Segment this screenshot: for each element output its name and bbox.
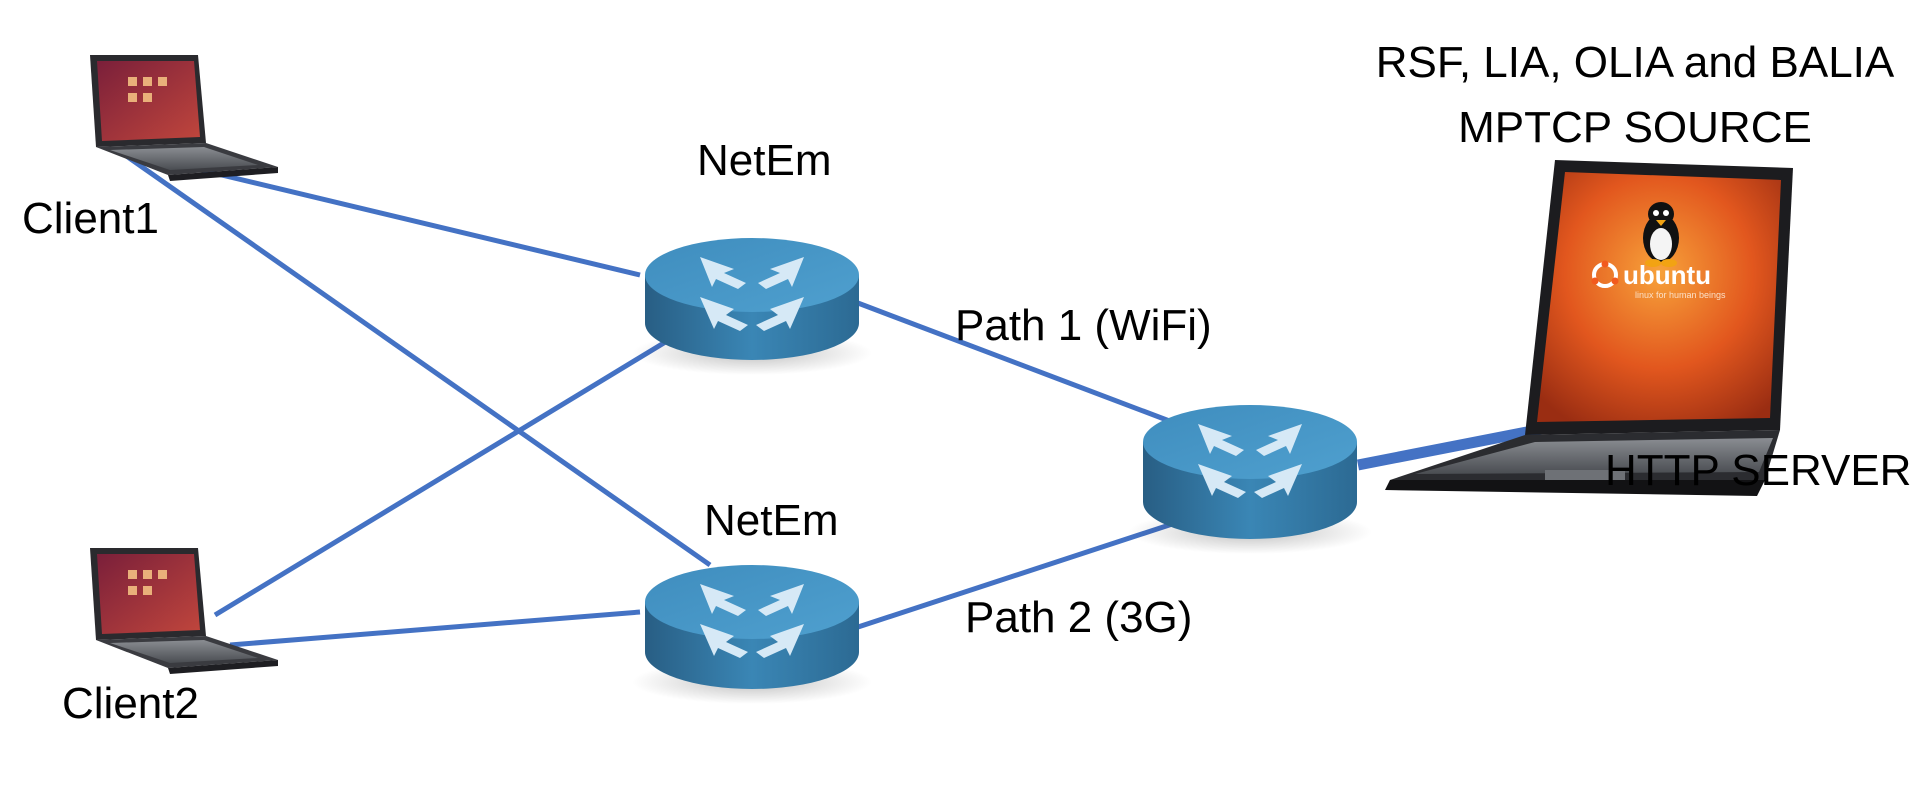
client2-label: Client2 — [62, 679, 199, 728]
server-laptop: ubuntu linux for human beings — [1385, 160, 1793, 496]
link-client1-netem-top — [179, 162, 641, 278]
laptop-icon — [90, 55, 278, 181]
netem-top-label: NetEm — [697, 136, 831, 185]
source-label-line1: RSF, LIA, OLIA and BALIA — [1376, 38, 1895, 87]
router-netem-bottom — [632, 565, 872, 704]
link-client2-netem-bottom — [229, 609, 641, 648]
source-label-line2: MPTCP SOURCE — [1458, 103, 1812, 152]
link-client1-netem-bottom — [123, 152, 712, 568]
links — [123, 152, 1667, 648]
svg-text:linux for human beings: linux for human beings — [1635, 290, 1726, 300]
client1-label: Client1 — [22, 194, 159, 243]
router-netem-top — [632, 238, 872, 375]
svg-text:ubuntu: ubuntu — [1623, 260, 1711, 290]
link-client2-netem-top — [213, 312, 712, 618]
netem-bottom-label: NetEm — [704, 496, 838, 545]
server-label: HTTP SERVER — [1605, 446, 1911, 495]
link-path1 — [849, 297, 1181, 428]
path2-label: Path 2 (3G) — [965, 593, 1192, 642]
arrows-icon — [1198, 424, 1302, 498]
path1-label: Path 1 (WiFi) — [955, 301, 1212, 350]
arrows-icon — [700, 584, 804, 658]
ubuntu-logo: ubuntu linux for human beings — [1591, 260, 1726, 300]
laptop-icon — [90, 548, 278, 674]
penguin-icon — [1643, 202, 1679, 267]
router-gateway — [1128, 405, 1372, 554]
arrows-icon — [700, 257, 804, 331]
